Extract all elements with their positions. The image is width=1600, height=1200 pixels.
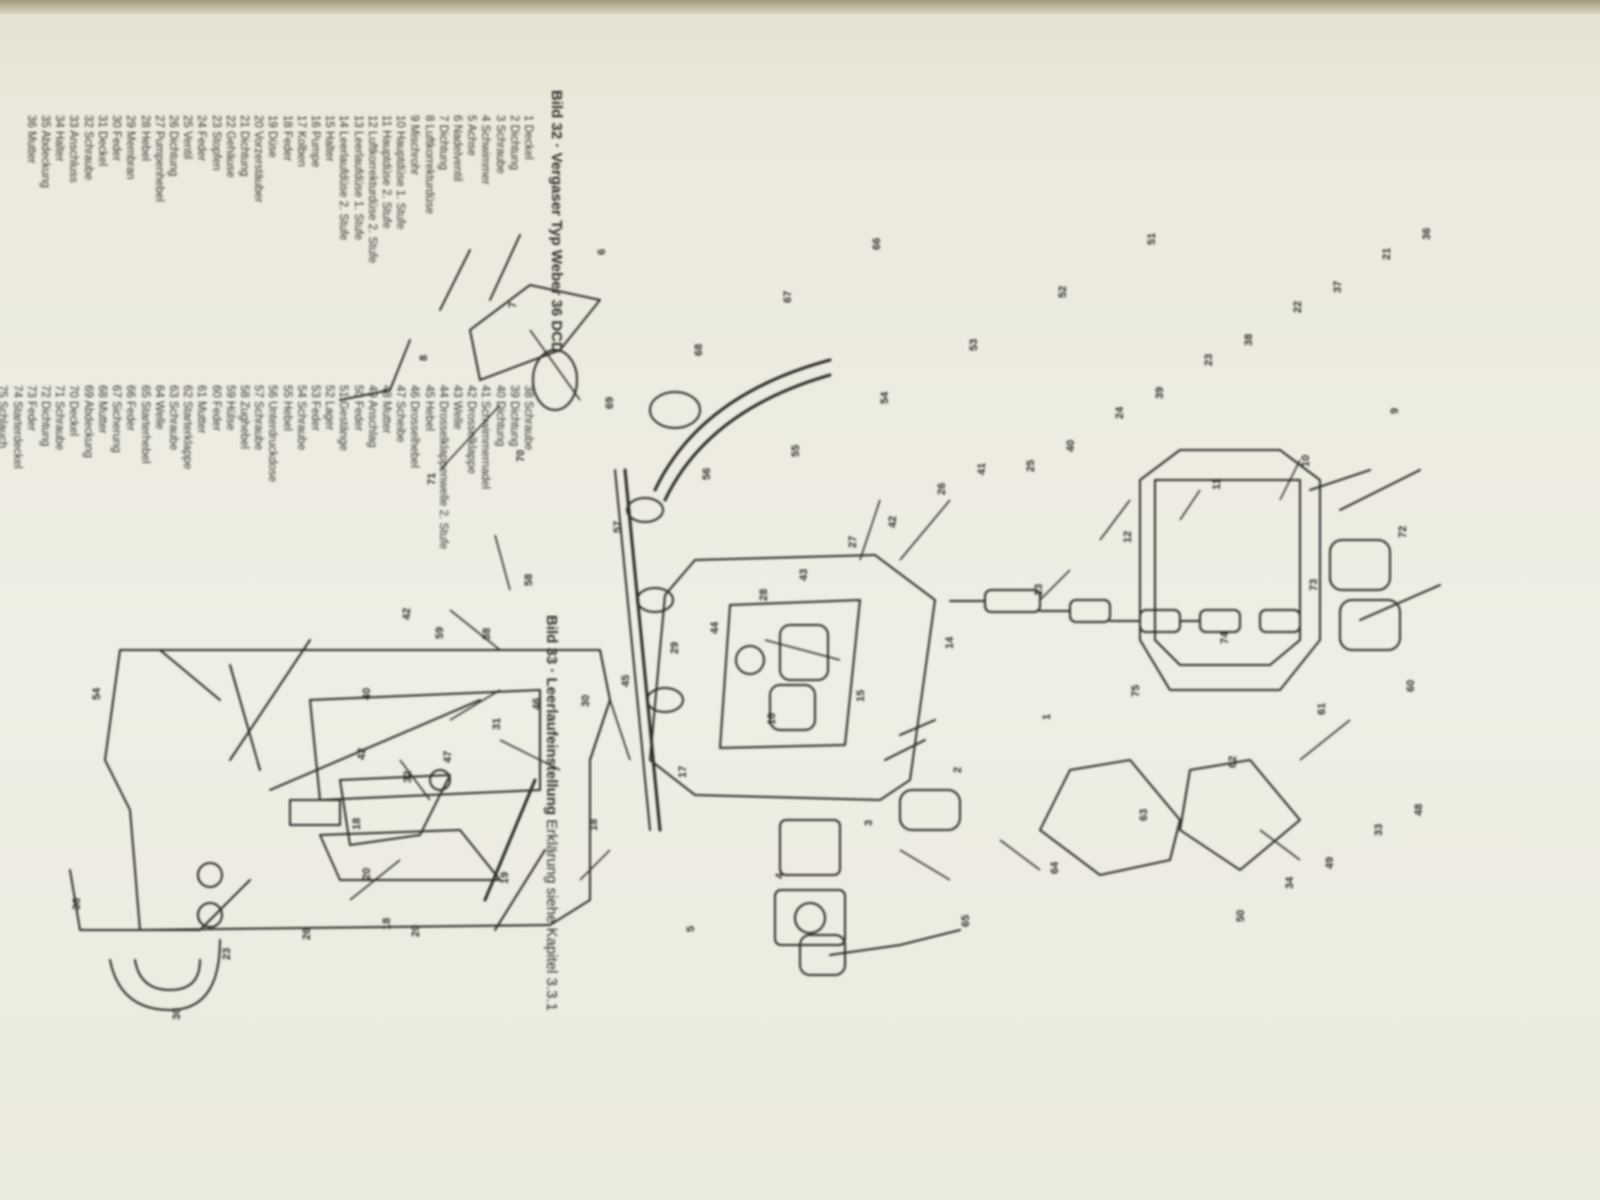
callout-number: 71 bbox=[426, 473, 438, 485]
callout-number: 59 bbox=[434, 627, 446, 639]
callout-number: 73 bbox=[1308, 579, 1320, 591]
callout-number: 21 bbox=[1381, 248, 1393, 260]
callout-number: 69 bbox=[604, 397, 616, 409]
callout-number: 36 bbox=[1421, 228, 1433, 240]
callout-number: 42 bbox=[401, 608, 413, 620]
callout-number: 2 bbox=[952, 767, 964, 773]
callout-number: 53 bbox=[968, 339, 980, 351]
callout-number: 20 bbox=[361, 868, 373, 880]
lower-cover bbox=[899, 759, 1301, 876]
callout-number: 70 bbox=[515, 450, 527, 462]
callout-number: 64 bbox=[1049, 861, 1061, 874]
callout-number: 58 bbox=[523, 574, 535, 586]
callout-number: 17 bbox=[677, 766, 689, 778]
callout-number: 5 bbox=[685, 926, 697, 932]
callout-number: 65 bbox=[960, 915, 972, 927]
callout-number: 42 bbox=[356, 748, 368, 760]
leader-lines bbox=[349, 329, 1351, 901]
callout-number: 38 bbox=[481, 628, 493, 640]
callout-number: 75 bbox=[1130, 685, 1142, 697]
callout-number: 38 bbox=[1243, 334, 1255, 346]
callout-number: 45 bbox=[620, 675, 632, 687]
callout-number: 9 bbox=[1389, 408, 1401, 414]
callout-number: 47 bbox=[442, 751, 454, 763]
callout-number: 52 bbox=[1057, 286, 1069, 298]
callout-number: 51 bbox=[1146, 233, 1158, 245]
callout-number: 8 bbox=[418, 355, 430, 361]
callout-number: 18 bbox=[381, 918, 393, 930]
float-and-arc bbox=[649, 358, 832, 502]
callout-number: 31 bbox=[491, 718, 503, 730]
callout-number: 20 bbox=[410, 925, 422, 937]
callout-number: 33 bbox=[1373, 824, 1385, 836]
callout-number: 62 bbox=[1227, 756, 1239, 768]
callout-number: 30 bbox=[580, 695, 592, 707]
callout-number: 15 bbox=[855, 690, 867, 702]
throttle-shaft bbox=[614, 468, 684, 832]
callout-number: 74 bbox=[1219, 631, 1231, 644]
callout-number: 11 bbox=[1211, 478, 1223, 490]
carburetor-housing-2 bbox=[1139, 449, 1441, 691]
callout-number: 54 bbox=[91, 687, 103, 700]
callout-number: 30 bbox=[171, 1008, 183, 1020]
callout-number: 48 bbox=[1413, 804, 1425, 816]
callout-number: 24 bbox=[1114, 406, 1126, 419]
callout-number: 36 bbox=[71, 898, 83, 910]
part-callouts: 3637383940414243444546474849505152535455… bbox=[402, 228, 1433, 937]
callout-number: 16 bbox=[766, 713, 778, 725]
callout-number: 60 bbox=[1405, 680, 1417, 692]
callout-number: 29 bbox=[669, 642, 681, 654]
callout-number: 19 bbox=[499, 872, 511, 884]
callout-number: 10 bbox=[1300, 455, 1312, 467]
callout-number: 72 bbox=[1397, 526, 1409, 538]
callout-number: 57 bbox=[612, 521, 624, 533]
callout-number: 39 bbox=[1154, 387, 1166, 399]
callout-number: 44 bbox=[709, 621, 721, 634]
callout-number: 42 bbox=[887, 516, 899, 528]
callout-number: 37 bbox=[1332, 281, 1344, 293]
callout-number: 55 bbox=[790, 445, 802, 457]
callout-number: 63 bbox=[1138, 809, 1150, 821]
callout-number: 41 bbox=[976, 463, 988, 475]
callout-number: 26 bbox=[301, 928, 313, 940]
callout-number: 4 bbox=[774, 872, 786, 879]
callout-number: 40 bbox=[1065, 440, 1077, 452]
callout-number: 1 bbox=[1041, 714, 1053, 720]
callout-number: 54 bbox=[879, 391, 891, 404]
callout-number: 68 bbox=[693, 344, 705, 356]
callout-number: 34 bbox=[1284, 876, 1296, 889]
callout-number: 49 bbox=[1324, 857, 1336, 869]
callout-number: 61 bbox=[1316, 703, 1328, 715]
callout-number: 18 bbox=[351, 818, 363, 830]
callout-number: 67 bbox=[782, 291, 794, 303]
callout-number: 12 bbox=[1122, 531, 1134, 543]
figure-2-callouts: 38 42 40 42 18 20 18 26 23 30 36 54 bbox=[71, 608, 493, 1020]
carburetor-housing-1 bbox=[649, 554, 936, 801]
callout-number: 66 bbox=[871, 238, 883, 250]
callout-number: 40 bbox=[361, 688, 373, 700]
callout-number: 7 bbox=[507, 302, 519, 308]
callout-number: 26 bbox=[936, 483, 948, 495]
upper-linkage bbox=[339, 234, 601, 411]
callout-number: 25 bbox=[1025, 460, 1037, 472]
callout-number: 22 bbox=[1292, 301, 1304, 313]
callout-number: 27 bbox=[847, 536, 859, 548]
callout-number: 23 bbox=[1203, 354, 1215, 366]
callout-number: 50 bbox=[1235, 910, 1247, 922]
callout-number: 13 bbox=[1033, 584, 1045, 596]
callout-number: 43 bbox=[798, 569, 810, 581]
callout-number: 14 bbox=[944, 636, 956, 649]
callout-number: 56 bbox=[701, 468, 713, 480]
callout-number: 3 bbox=[863, 820, 875, 826]
callout-number: 28 bbox=[758, 589, 770, 601]
callout-number: 6 bbox=[596, 249, 608, 255]
callout-number: 23 bbox=[221, 948, 233, 960]
